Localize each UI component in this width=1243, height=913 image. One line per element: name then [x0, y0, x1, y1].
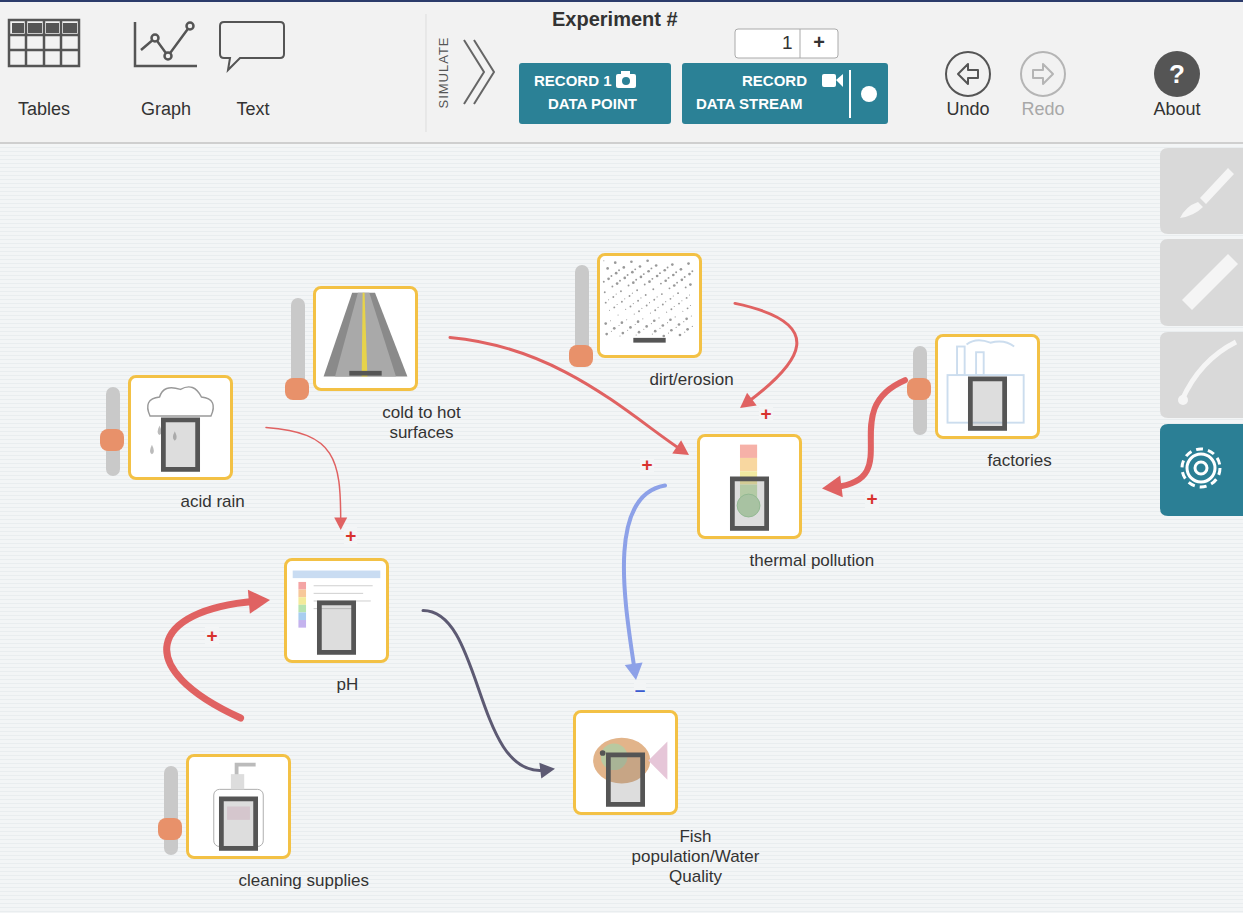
node-icon — [131, 378, 230, 477]
slider-handle — [569, 345, 593, 367]
toolbar-label: Experiment # — [552, 8, 678, 31]
link-curve — [423, 611, 545, 771]
node-label: cleaning supplies — [239, 871, 369, 891]
slider-handle — [158, 818, 182, 840]
toolbar-label: Text — [236, 99, 269, 120]
relationship-link — [423, 611, 555, 779]
toolbar-label: Graph — [141, 99, 191, 120]
toolbar-label: 1 — [782, 32, 793, 54]
node-box — [186, 754, 291, 859]
arrowhead — [248, 590, 270, 614]
node-icon — [287, 561, 386, 660]
toolbar-label: Tables — [18, 99, 70, 120]
node-box — [284, 558, 389, 663]
link-sign: + — [205, 627, 218, 645]
link-curve — [836, 380, 905, 487]
node-icon — [316, 289, 415, 388]
node-icon — [576, 713, 675, 812]
model-node: Fish population/Water Quality — [573, 710, 678, 815]
node-label: Fish population/Water Quality — [626, 827, 766, 887]
slider-handle — [285, 378, 309, 400]
link-sign: + — [865, 490, 878, 508]
slider-handle — [907, 378, 931, 400]
link-curve — [735, 303, 797, 401]
slider-track — [164, 766, 178, 855]
arrowhead — [822, 475, 843, 497]
link-sign: – — [634, 681, 647, 699]
node-icon — [700, 437, 799, 536]
node-label: acid rain — [181, 492, 245, 512]
node-box — [573, 710, 678, 815]
link-curve — [266, 428, 341, 522]
toolbar-label: About — [1153, 99, 1200, 120]
node-icon — [600, 256, 699, 355]
slider-handle — [100, 429, 124, 451]
node-label: dirt/erosion — [650, 370, 734, 390]
node-icon — [189, 757, 288, 856]
toolbar-label: DATA POINT — [548, 95, 637, 112]
link-curve — [624, 485, 665, 668]
node-box — [935, 334, 1040, 439]
node-box — [128, 375, 233, 480]
toolbar-label: RECORD 1 — [534, 72, 612, 89]
toolbar-label: + — [813, 31, 825, 54]
relationship-link — [822, 380, 905, 497]
slider-track — [291, 298, 305, 387]
toolbar-label: Redo — [1021, 99, 1064, 120]
node-label: thermal pollution — [750, 551, 875, 571]
model-node: dirt/erosion — [597, 253, 702, 358]
model-node: thermal pollution — [697, 434, 802, 539]
arrowhead — [539, 763, 555, 779]
arrowhead — [672, 440, 689, 455]
node-box — [697, 434, 802, 539]
node-icon — [938, 337, 1037, 436]
node-label: factories — [988, 451, 1052, 471]
toolbar-label: RECORD — [742, 72, 807, 89]
relationship-link — [735, 303, 797, 408]
node-box — [597, 253, 702, 358]
toolbar-label: Undo — [946, 99, 989, 120]
model-node: acid rain — [128, 375, 233, 480]
arrowhead — [625, 662, 643, 680]
slider-track — [575, 265, 589, 354]
relationship-link — [266, 428, 347, 531]
relationship-link — [624, 485, 665, 680]
toolbar-label: SIMULATE — [436, 36, 451, 108]
link-curve — [167, 601, 256, 718]
node-label: cold to hot surfaces — [366, 403, 478, 443]
link-sign: + — [344, 527, 357, 545]
relationship-link — [167, 590, 270, 718]
toolbar-label: ? — [1169, 59, 1185, 90]
link-sign: + — [759, 405, 772, 423]
slider-track — [913, 346, 927, 435]
link-sign: + — [640, 456, 653, 474]
arrowhead — [740, 393, 757, 408]
model-node: cleaning supplies — [186, 754, 291, 859]
node-box — [313, 286, 418, 391]
model-node: pH — [284, 558, 389, 663]
slider-track — [106, 387, 120, 476]
model-node: cold to hot surfaces — [313, 286, 418, 391]
node-label: pH — [337, 675, 359, 695]
model-node: factories — [935, 334, 1040, 439]
toolbar-label: DATA STREAM — [696, 95, 802, 112]
